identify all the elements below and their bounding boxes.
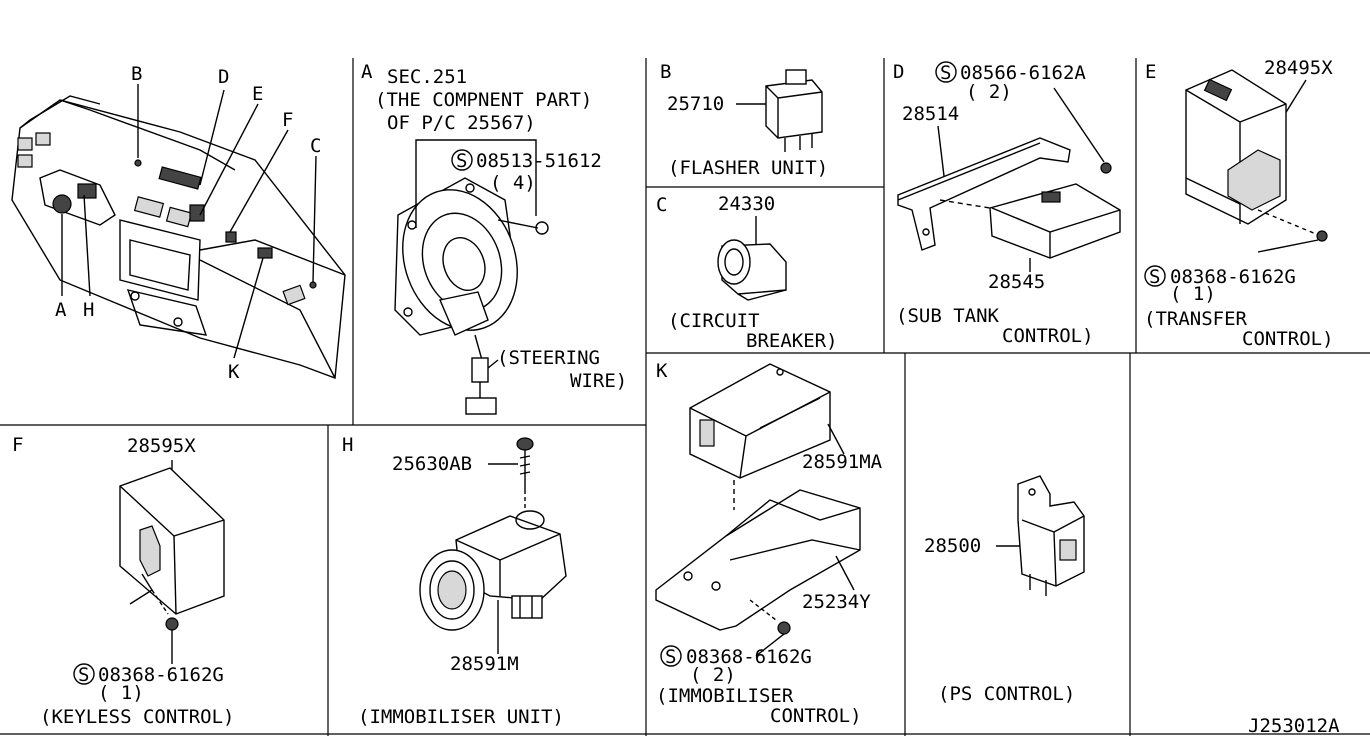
panel-e-caption-2: CONTROL) [1242,328,1334,350]
callout-e: E [252,83,263,105]
panel-k-letter: K [656,360,668,382]
callout-b: B [131,63,142,85]
panel-k-caption-2: CONTROL) [770,705,862,727]
panel-d-screw-qty: ( 2) [966,81,1012,103]
panel-f-screw-part: 08368-6162G [98,664,224,686]
panel-a-screw-qty: ( 4) [490,172,536,194]
panel-d-caption-1: (SUB TANK [896,305,1000,327]
panel-h-screw-part: 25630AB [392,453,472,475]
callout-k: K [228,361,240,383]
panel-a-note-2: OF P/C 25567) [387,112,536,134]
panel-b-part: 25710 [667,93,724,115]
screw-symbol: S [660,645,682,668]
screw-symbol: S [1144,265,1166,288]
panel-k: K 28591MA 25234Y S 08368-6162G ( 2) [655,360,883,727]
panel-h-letter: H [342,434,353,456]
panel-d-screw-part: 08566-6162A [960,62,1086,84]
panel-c-letter: C [656,194,667,216]
panel-a-letter: A [361,61,373,83]
panel-d-letter: D [893,61,904,83]
panel-frame [0,58,1370,736]
panel-e-screw-part: 08368-6162G [1170,266,1296,288]
circuit-breaker-drawing [717,239,787,301]
panel-a: A SEC.251 (THE COMPNENT PART) OF P/C 255… [361,61,627,415]
panel-ps: 28500 (PS CONTROL) [924,475,1085,705]
panel-k-screw-qty: ( 2) [690,664,736,686]
instrument-panel-overview: B D E F C A H K [11,63,346,383]
panel-a-caption-2: WIRE) [570,370,627,392]
screw-symbol: S [451,149,473,172]
panel-b-caption: (FLASHER UNIT) [668,157,828,179]
panel-d: D S 08566-6162A ( 2) 28514 28545 (SUB TA… [893,61,1121,347]
screw-symbol: S [935,61,957,84]
panel-a-screw-part: 08513-51612 [476,150,602,172]
panel-ps-caption: (PS CONTROL) [938,683,1075,705]
panel-ps-part: 28500 [924,535,981,557]
panel-a-caption-1: (STEERING [497,347,600,369]
panel-f-letter: F [12,434,23,456]
keyless-control-drawing [119,467,225,631]
overview-leader-lines [61,84,317,359]
ps-control-drawing [1017,475,1085,596]
dashboard-drawing [11,95,346,379]
immobiliser-screw-drawing [516,437,534,512]
panel-f: F 28595X S 08368-6162G ( 1) (KEYLESS CON… [12,434,234,728]
panel-e: E 28495X S 08368-6162G ( 1) (TRANSFER CO… [1144,57,1334,350]
panel-h-unit-part: 28591M [450,653,519,675]
panel-f-part: 28595X [127,435,196,457]
panel-d-bracket-part: 28514 [902,103,959,125]
diagram-id: J253012A [1248,715,1340,736]
svg-text:S: S [665,646,676,668]
svg-text:S: S [1149,266,1160,288]
panel-c: C 24330 (CIRCUIT BREAKER) [656,193,838,352]
svg-text:S: S [78,664,89,686]
panel-d-caption-2: CONTROL) [1002,325,1094,347]
panel-k-caption-1: (IMMOBILISER [656,685,794,707]
panel-f-screw-qty: ( 1) [98,682,144,704]
screw-symbol: S [73,663,95,686]
immobiliser-control-drawing [655,363,861,635]
callout-a: A [55,299,67,321]
panel-e-screw-qty: ( 1) [1170,283,1216,305]
immobiliser-unit-drawing [419,510,567,631]
svg-text:S: S [940,62,951,84]
panel-b: B 25710 (FLASHER UNIT) [660,61,828,179]
callout-c: C [310,135,321,157]
sub-tank-bracket-drawing [897,137,1121,259]
panel-e-part: 28495X [1264,57,1333,79]
callout-h: H [83,299,94,321]
panel-b-letter: B [660,61,671,83]
panel-k-unit-part: 28591MA [802,451,883,473]
panel-a-ref: SEC.251 [387,66,467,88]
panel-e-letter: E [1145,61,1156,83]
panel-d-unit-part: 28545 [988,271,1045,293]
panel-h: H 25630AB 28591M (IMMOBILISER UNIT) [342,434,567,728]
panel-c-caption-2: BREAKER) [746,330,838,352]
callout-d: D [218,66,229,88]
panel-h-caption: (IMMOBILISER UNIT) [358,706,564,728]
panel-e-caption-1: (TRANSFER [1144,308,1248,330]
svg-text:S: S [456,150,467,172]
flasher-unit-drawing [765,69,823,152]
panel-f-caption: (KEYLESS CONTROL) [40,706,234,728]
panel-a-leader [415,139,537,228]
panel-k-bracket-part: 25234Y [802,591,871,613]
panel-c-part: 24330 [718,193,775,215]
spiral-cable-drawing [394,177,549,415]
transfer-control-drawing [1185,69,1328,242]
panel-a-note-1: (THE COMPNENT PART) [375,89,592,111]
panel-k-screw-part: 08368-6162G [686,646,812,668]
callout-f: F [282,109,293,131]
panel-c-caption-1: (CIRCUIT [668,310,760,332]
